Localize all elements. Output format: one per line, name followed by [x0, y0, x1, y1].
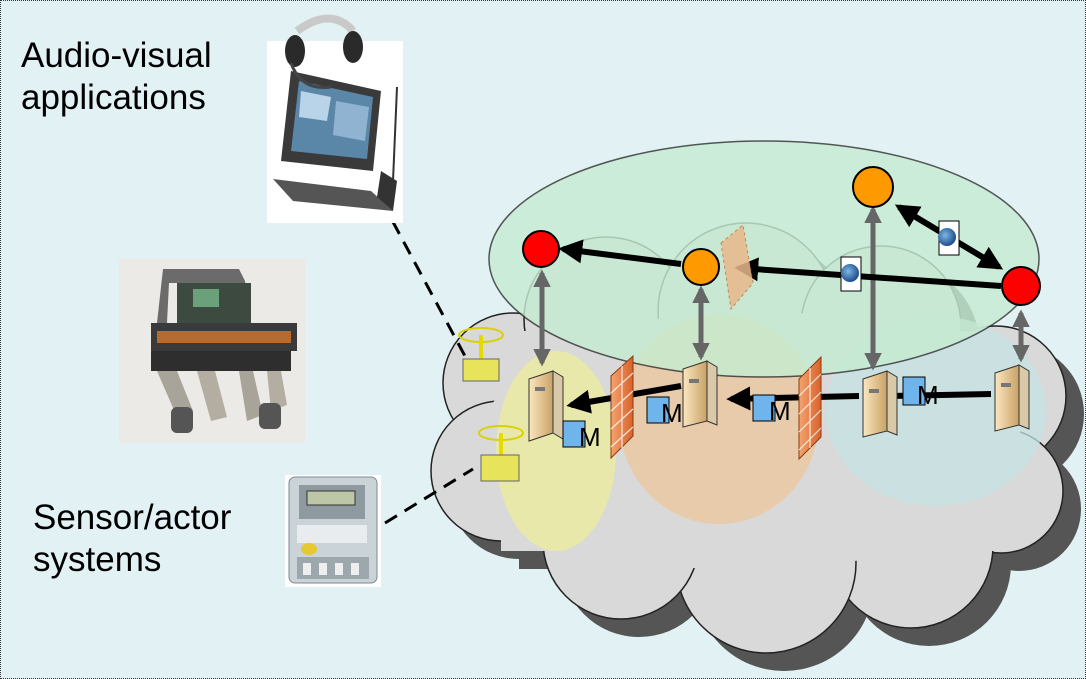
caption-audio-visual: Audio-visual applications: [21, 36, 212, 117]
server-icon: [528, 370, 564, 442]
server-icon: [994, 364, 1030, 432]
middleware-box: M: [562, 420, 601, 452]
gateway-plate-icon: [720, 224, 754, 311]
server-icon: [862, 370, 898, 438]
middleware-box: M: [646, 396, 683, 428]
globe-document-icon: [938, 220, 960, 256]
link-sensor-dashed: [384, 467, 474, 525]
vertical-links: [533, 205, 1030, 371]
antenna-device-icon: [458, 327, 504, 382]
caption-sensor-actor: Sensor/actor systems: [33, 498, 232, 579]
middleware-label: M: [917, 380, 939, 410]
firewall-icon: [798, 355, 822, 461]
middleware-box: M: [752, 394, 791, 426]
node-red-left: [522, 230, 560, 268]
node-red-right: [1001, 266, 1041, 306]
electricity-meter-icon: [285, 475, 381, 587]
server-icon: [682, 360, 718, 428]
headset-laptop-icon: [267, 14, 403, 223]
middleware-label: M: [579, 422, 601, 452]
node-orange-mid: [682, 248, 720, 286]
antenna-device-icon: [478, 425, 524, 482]
middleware-label: M: [769, 396, 791, 426]
globe-document-icon: [840, 256, 862, 292]
overlay-ellipse: [488, 140, 1040, 378]
middleware-label: M: [661, 398, 683, 428]
middleware-box: M: [902, 376, 939, 410]
node-orange-top: [852, 166, 894, 208]
robot-photo-icon: [119, 259, 305, 443]
firewall-icon: [610, 354, 634, 460]
